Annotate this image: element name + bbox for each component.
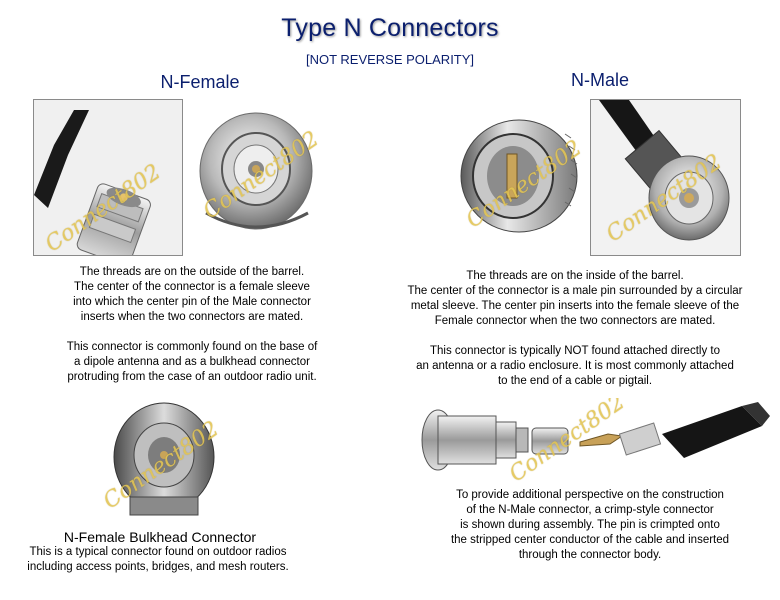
n-male-heading: N-Male — [570, 70, 629, 90]
n-female-bulkhead-photo: Connect802 — [102, 393, 224, 523]
page-title: Type N Connectors — [281, 14, 499, 42]
page-subtitle: [NOT REVERSE POLARITY] — [305, 52, 475, 67]
n-male-threads-photo: Connect802 — [455, 104, 587, 254]
n-male-description: The threads are on the inside of the bar… — [407, 270, 743, 387]
n-female-description: The threads are on the outside of the ba… — [66, 266, 318, 383]
crimp-assembly-description: To provide additional perspective on the… — [450, 489, 730, 561]
n-female-bulkhead-heading: N-Female Bulkhead Connector — [63, 529, 257, 545]
n-male-cable-photo: Connect802 — [590, 99, 741, 256]
n-female-cable-photo: Connect802 — [33, 99, 183, 256]
n-female-bulkhead-description: This is a typical connector found on out… — [27, 546, 289, 573]
n-female-face-photo: Connect802 — [190, 103, 325, 243]
n-female-heading: N-Female — [160, 72, 240, 92]
crimp-assembly-photo: Connect802 — [412, 398, 772, 482]
